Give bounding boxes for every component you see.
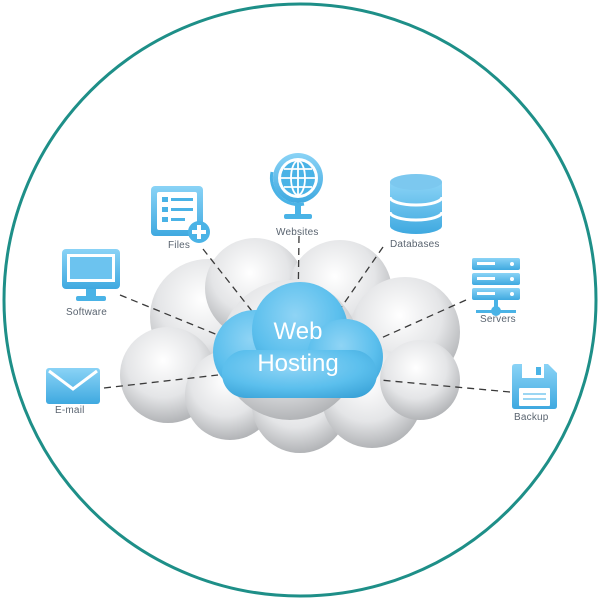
envelope-icon	[46, 368, 100, 404]
connector-software	[119, 294, 231, 341]
connector-databases	[337, 246, 384, 313]
node-label-software: Software	[66, 307, 108, 318]
connector-files	[202, 248, 256, 316]
node-label-files: Files	[168, 240, 191, 251]
hub-cloud	[213, 282, 383, 398]
file-list-plus-icon	[151, 186, 210, 243]
server-rack-icon	[472, 258, 520, 316]
globe-icon	[269, 153, 323, 219]
database-icon	[388, 174, 444, 234]
node-label-databases: Databases	[390, 239, 440, 250]
hub-title-line-2: Hosting	[257, 350, 339, 377]
floppy-disk-icon	[512, 364, 557, 409]
node-label-websites: Websites	[276, 227, 319, 238]
connector-servers	[369, 299, 467, 344]
node-label-servers: Servers	[480, 314, 516, 325]
connector-backup	[379, 379, 511, 393]
monitor-icon	[62, 249, 120, 301]
node-label-email: E-mail	[55, 405, 85, 416]
node-label-backup: Backup	[514, 412, 549, 423]
hub-title-line-1: Web	[273, 318, 323, 345]
